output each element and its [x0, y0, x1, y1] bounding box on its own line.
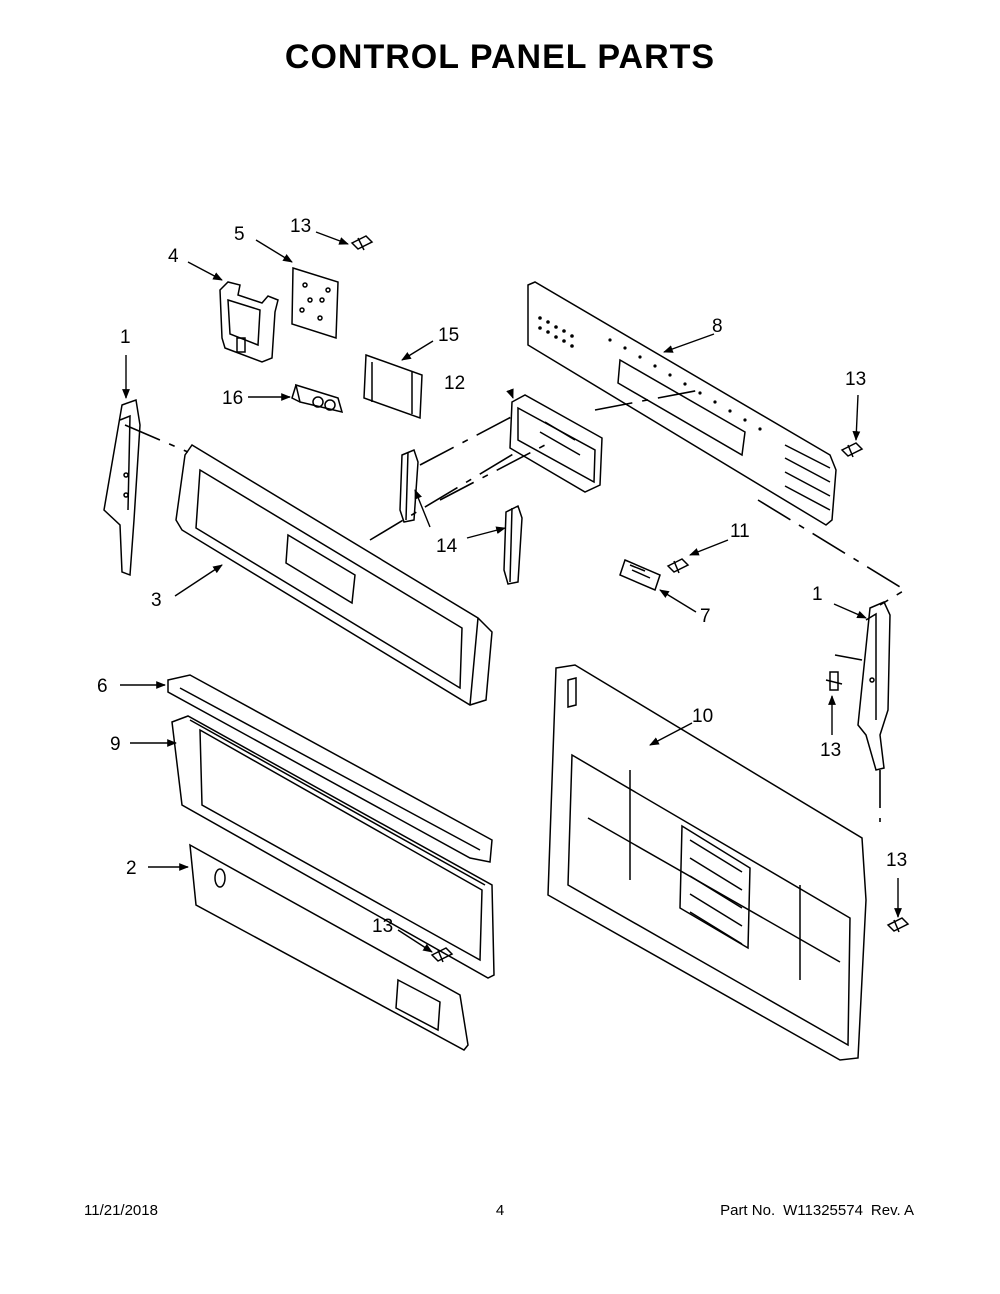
callout-13-bottom-left: 13 — [372, 916, 393, 937]
callout-1-right: 1 — [812, 584, 823, 605]
callout-15: 15 — [438, 325, 459, 346]
callout-3: 3 — [151, 590, 162, 611]
page-title: CONTROL PANEL PARTS — [284, 38, 716, 76]
part-6-trim — [167, 674, 493, 863]
part-11-screw — [666, 558, 690, 574]
callout-13-right-upper: 13 — [845, 369, 866, 390]
part-13-screw-right-middle — [825, 671, 843, 691]
callout-2: 2 — [126, 858, 137, 879]
part-1-end-cap-left — [103, 398, 141, 577]
part-12-module — [509, 394, 603, 493]
part-7-clip — [619, 558, 661, 592]
part-4-bracket — [219, 281, 279, 363]
revision: Rev. A — [870, 1202, 914, 1219]
part-8-rear-panel — [527, 281, 837, 526]
part-13-screw-top — [350, 235, 374, 251]
callout-12: 12 — [444, 373, 465, 394]
part-10-lower-panel — [547, 664, 867, 1061]
callout-7: 7 — [700, 606, 711, 627]
callout-13-right-middle: 13 — [820, 740, 841, 761]
callout-4: 4 — [168, 246, 179, 267]
footer-date: 11/21/2018 — [84, 1202, 158, 1219]
part-number-value: W11325574 — [783, 1202, 863, 1219]
part-13-screw-bottom-right — [886, 917, 910, 933]
callout-arrows — [120, 231, 902, 953]
callout-6: 6 — [97, 676, 108, 697]
callout-13-bottom-right: 13 — [886, 850, 907, 871]
part-3-control-panel — [175, 443, 493, 706]
part-13-screw-bottom-left — [430, 947, 454, 963]
part-5-control-board — [291, 266, 339, 340]
callout-16: 16 — [222, 388, 243, 409]
footer-part-number: Part No. W11325574 Rev. A — [712, 1202, 914, 1219]
callout-8: 8 — [712, 316, 723, 337]
callout-13-top: 13 — [290, 216, 311, 237]
part-14-brackets — [399, 448, 523, 585]
footer-page-number: 4 — [495, 1202, 505, 1219]
callout-9: 9 — [110, 734, 121, 755]
part-15-bracket — [363, 353, 423, 420]
part-number-prefix: Part No. — [720, 1202, 776, 1219]
alignment-lines — [124, 389, 907, 822]
part-1-end-cap-right — [857, 601, 891, 771]
callout-11: 11 — [730, 521, 750, 542]
callout-5: 5 — [234, 224, 245, 245]
callout-1-left: 1 — [120, 327, 131, 348]
part-13-screw-right-upper — [840, 442, 864, 458]
callout-14: 14 — [436, 536, 458, 557]
callout-10: 10 — [692, 706, 713, 727]
part-16-terminal-block — [291, 383, 344, 414]
part-9-frame — [171, 715, 495, 979]
part-2-shield — [189, 843, 469, 1051]
